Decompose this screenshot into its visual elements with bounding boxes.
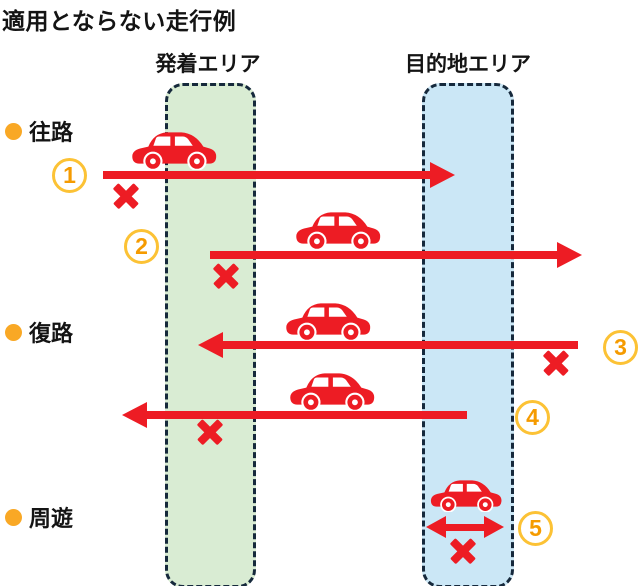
x-mark-icon <box>450 538 476 564</box>
car-icon <box>292 206 384 250</box>
bullet-dot-icon <box>5 323 22 341</box>
route-arrow-4-shaft <box>146 411 467 419</box>
zone-destination-label: 目的地エリア <box>405 53 531 76</box>
example-number-1: 1 <box>52 158 87 193</box>
route-arrow-2-shaft <box>210 251 558 259</box>
row-label-tour: 周遊 <box>5 501 73 533</box>
car-icon <box>282 297 374 341</box>
example-number-4: 4 <box>515 400 550 435</box>
route-arrow-3-shaft <box>222 341 578 349</box>
example-number-5: 5 <box>518 511 553 546</box>
car-icon <box>128 126 220 170</box>
route-arrow-5-left-head-icon <box>426 516 446 538</box>
x-mark-icon <box>213 263 239 289</box>
route-arrow-5-right-head-icon <box>484 516 504 538</box>
car-icon <box>286 367 378 411</box>
route-arrow-4-head-icon <box>122 402 147 428</box>
bullet-dot-icon <box>5 122 22 140</box>
row-label-return-text: 復路 <box>29 321 74 346</box>
x-mark-icon <box>113 183 139 209</box>
x-mark-icon <box>543 350 569 376</box>
example-number-2: 2 <box>124 229 159 264</box>
x-mark-icon <box>197 419 223 445</box>
row-label-outbound: 往路 <box>5 115 73 147</box>
bullet-dot-icon <box>5 508 22 526</box>
row-label-outbound-text: 往路 <box>29 120 74 145</box>
example-number-3: 3 <box>603 330 638 365</box>
zone-departure-label: 発着エリア <box>155 53 261 76</box>
route-arrow-1-head-icon <box>430 162 455 188</box>
route-arrow-1-shaft <box>103 171 431 179</box>
route-arrow-5-shaft <box>444 524 486 531</box>
route-arrow-2-head-icon <box>557 242 582 268</box>
page-title: 適用とならない走行例 <box>2 8 237 34</box>
row-label-tour-text: 周遊 <box>29 506 74 531</box>
row-label-return: 復路 <box>5 316 73 348</box>
car-icon <box>427 475 505 512</box>
route-arrow-3-head-icon <box>198 332 223 358</box>
